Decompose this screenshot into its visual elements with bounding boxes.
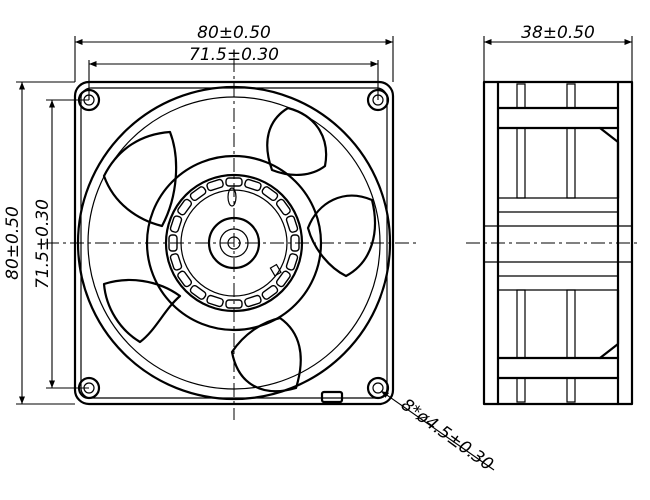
hub-slot <box>275 198 291 216</box>
shaft <box>227 236 241 250</box>
hub-logo-mark <box>269 263 282 277</box>
hub-slot <box>285 253 299 271</box>
fan-blade <box>102 130 178 228</box>
fan-blade <box>230 316 302 393</box>
venturi-outer-ring <box>76 85 392 401</box>
hole-callout-leader <box>380 390 495 471</box>
frame-width-label: 80±0.50 <box>197 23 271 43</box>
hole-callout-label: 8*ø4.5±0.30 <box>397 395 497 475</box>
cable-tab <box>320 390 344 404</box>
front-view <box>45 58 418 420</box>
hole-spacing-height-label: 71.5±0.30 <box>33 199 53 289</box>
hub-slot <box>261 186 279 202</box>
hub-slot <box>285 215 299 233</box>
side-view: 38±0.50 <box>466 23 640 406</box>
mounting-hole-bottom-right <box>366 376 390 400</box>
hub-slot <box>261 284 279 300</box>
hub-slot <box>169 215 183 233</box>
hub-slot <box>244 178 262 192</box>
hub-slot <box>244 294 262 308</box>
side-lower-ribs <box>496 275 620 403</box>
fan-blade <box>306 194 376 278</box>
hub-slot <box>225 177 243 187</box>
hub-slot <box>168 234 178 252</box>
side-frame-outline <box>482 80 634 406</box>
hub-slot <box>177 198 193 216</box>
side-upper-ribs <box>496 83 620 213</box>
frame-height-label: 80±0.50 <box>3 206 23 280</box>
hub-slot <box>177 270 193 288</box>
hub-slot <box>225 299 243 309</box>
hub-slot <box>169 253 183 271</box>
hub-ventilation-slots <box>168 177 300 309</box>
hub-slot <box>189 186 207 202</box>
shaft-boss <box>207 216 261 270</box>
hole-spacing-width-label: 71.5±0.30 <box>189 45 279 65</box>
shaft-boss-inner <box>219 228 249 258</box>
fan-frame-outline <box>73 80 395 406</box>
fan-blade <box>266 106 328 176</box>
hub-slot <box>206 178 224 192</box>
hub-label-oval <box>227 187 237 207</box>
hub-face <box>164 173 304 313</box>
depth-label: 38±0.50 <box>521 23 595 43</box>
hub-slot <box>189 284 207 300</box>
hub-slot <box>206 294 224 308</box>
hub-slot <box>290 234 300 252</box>
venturi-inner-ring <box>87 96 381 390</box>
hub-slot <box>275 270 291 288</box>
fan-blade <box>102 278 182 344</box>
hub-outer-ring <box>145 154 323 332</box>
